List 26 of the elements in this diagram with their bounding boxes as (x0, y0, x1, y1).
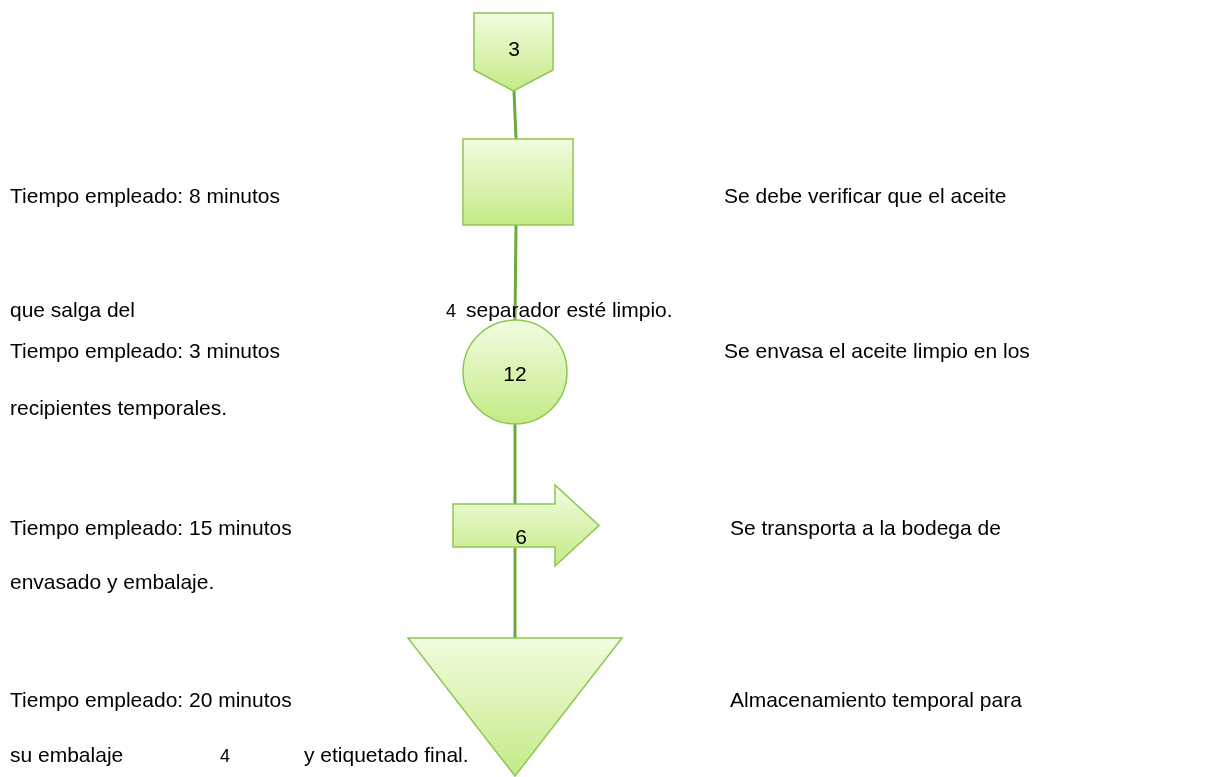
description-text: Se debe verificar que el aceite (724, 184, 1007, 208)
step-number: 12 (503, 362, 527, 386)
time-note: Tiempo empleado: 20 minutos (10, 688, 292, 712)
connector-line (512, 90, 518, 140)
transport-arrow (453, 485, 599, 566)
description-text: Se transporta a la bodega de (730, 516, 1001, 540)
step-number: 3 (508, 37, 520, 61)
connector-line (513, 548, 517, 638)
time-note: Tiempo empleado: 8 minutos (10, 184, 281, 208)
time-note: Tiempo empleado: 3 minutos (10, 339, 281, 363)
step-number: 4 (446, 300, 456, 323)
connector-line (513, 225, 518, 320)
description-text: y etiquetado final. (304, 743, 469, 767)
step-number: 4 (220, 745, 230, 768)
description-text: recipientes temporales. (10, 396, 228, 420)
off-page-connector (474, 13, 553, 91)
description-text: Se envasa el aceite limpio en los (724, 339, 1030, 363)
inspection-box (463, 139, 573, 225)
description-text: su embalaje (10, 743, 124, 767)
description-text: Almacenamiento temporal para (730, 688, 1022, 712)
operation-circle (463, 320, 567, 424)
time-note: Tiempo empleado: 15 minutos (10, 516, 292, 540)
connector-line (513, 424, 517, 504)
step-number: 6 (515, 525, 527, 549)
description-text: envasado y embalaje. (10, 570, 215, 594)
description-text: que salga del (10, 298, 135, 322)
